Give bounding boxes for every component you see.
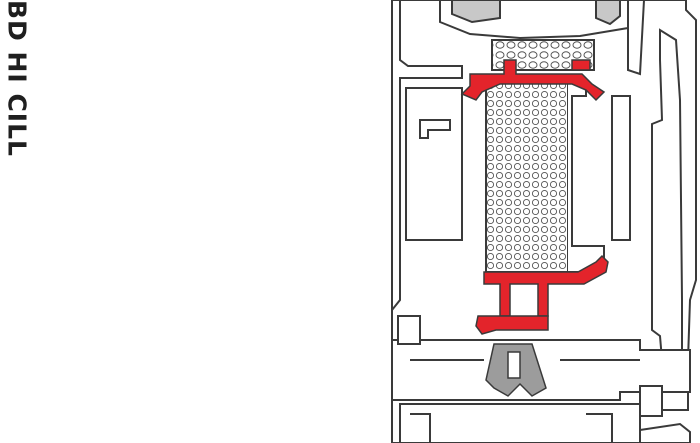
outer-frame-return [419,119,451,139]
outer-frame-chamber [405,87,463,241]
top-gasket-right [595,0,621,26]
thermal-break-upper-tab [571,59,591,71]
thermal-break-upper [460,59,606,102]
insulation-core [485,79,569,273]
thermal-break-upper-bar [460,59,606,102]
glazing-bead-top [439,0,646,76]
drain-gasket [485,343,547,397]
lower-clip-right [639,385,663,417]
thermal-break-middle-foot [475,315,549,335]
outer-frame-right-channel [611,95,631,241]
sill-section [399,403,691,443]
product-label: BD HI CILL [2,0,32,160]
thermal-break-middle [475,254,609,335]
drain-gasket-slot [507,351,521,379]
product-label-text: BD HI CILL [2,0,32,157]
top-cap [627,0,646,76]
top-gasket-left [451,0,501,24]
outer-frame-inner-wall [391,0,463,311]
sill-body [399,403,641,443]
lower-clip-left [397,315,421,345]
sill-nose [639,422,691,443]
sill-chamber [410,413,613,443]
